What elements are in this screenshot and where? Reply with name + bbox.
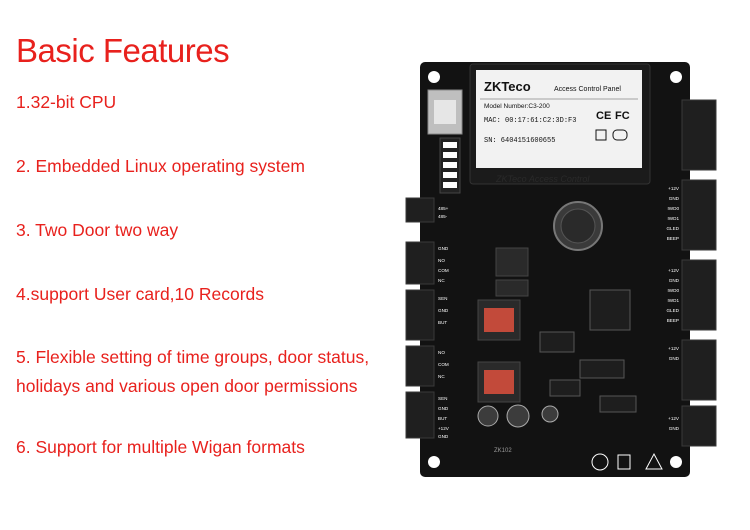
recycle-mark-icon (595, 129, 607, 141)
terminal-block (405, 345, 435, 387)
mounting-hole-icon (670, 71, 682, 83)
pin-label: IWD0 (668, 288, 680, 293)
feature-cpu: 1.32-bit CPU (16, 92, 117, 112)
pin-label: BEEP (667, 236, 679, 241)
capacitor (541, 405, 559, 423)
dip-switch-lever (443, 142, 457, 148)
capacitor (477, 405, 499, 427)
ic-chip (539, 331, 575, 353)
panel-title: Access Control Panel (554, 86, 621, 93)
feature-capacity: 4.support User card,10 Records (16, 284, 265, 304)
pin-label: 485+ (438, 206, 449, 211)
dip-switch-lever (443, 162, 457, 168)
terminal-block (681, 259, 717, 331)
mounting-hole-icon (670, 456, 682, 468)
mac-address: MAC: 00:17:61:C2:3D:F3 (484, 117, 576, 125)
pin-label: GND (669, 278, 680, 283)
pin-label: GND (669, 426, 680, 431)
pin-label: COM (438, 362, 449, 367)
board-illustration: ZKTeco Access Control Panel Model Number… (405, 62, 717, 477)
terminal-block (405, 391, 435, 439)
pin-label: +12V (668, 186, 680, 191)
pin-label: +12V (668, 346, 680, 351)
access-control-board-photo: ZKTeco Access Control Panel Model Number… (400, 50, 725, 490)
ce-mark-icon: CE (596, 110, 611, 122)
terminal-block (405, 197, 435, 223)
pin-label: BUT (438, 416, 447, 421)
pin-label: COM (438, 268, 449, 273)
relay-3 (495, 247, 529, 277)
dip-switch-lever (443, 172, 457, 178)
capacitor (506, 404, 530, 428)
fcc-mark-icon: FC (615, 110, 630, 122)
pin-label: GND (438, 406, 449, 411)
feature-os: 2. Embedded Linux operating system (16, 156, 305, 176)
terminal-block (405, 289, 435, 341)
processor-chip (589, 289, 631, 331)
brand-logo: ZKTeco (484, 79, 531, 94)
right-terminal-blocks (681, 99, 717, 447)
terminal-block (681, 99, 717, 171)
feature-doors: 3. Two Door two way (16, 220, 179, 240)
pin-label: IWD0 (668, 206, 680, 211)
terminal-block (681, 339, 717, 401)
mounting-hole-icon (428, 456, 440, 468)
pin-label: GLED (666, 226, 679, 231)
pin-label: GND (438, 246, 449, 251)
relay-2-label (484, 370, 514, 394)
mounting-hole-icon (428, 71, 440, 83)
left-terminal-blocks (405, 197, 435, 439)
pin-label: GND (438, 308, 449, 313)
terminal-block (681, 179, 717, 251)
page-title: Basic Features (16, 32, 230, 69)
terminal-block (405, 241, 435, 285)
board-code: ZK102 (494, 448, 512, 454)
pin-label: GND (669, 196, 680, 201)
weee-bin-icon (617, 454, 631, 470)
feature-wiegand-formats: 6. Support for multiple Wigan formats (16, 437, 305, 457)
pb-free-icon (591, 453, 609, 471)
board-silkscreen-heading: ZKTeco Access Control (495, 174, 590, 184)
relay-1-label (484, 308, 514, 332)
warning-triangle-icon (645, 452, 663, 470)
ic-chip (549, 379, 581, 397)
pin-label: BUT (438, 320, 447, 325)
serial-number: SN: 6404151600655 (484, 137, 555, 145)
pin-label: GND (669, 356, 680, 361)
pin-label: +12V (668, 416, 680, 421)
pin-label: NO (438, 350, 445, 355)
ic-chip (599, 395, 637, 413)
pin-label: SEN (438, 296, 447, 301)
pin-label: +12V (668, 268, 680, 273)
ethernet-port-socket (434, 100, 456, 124)
ic-chip (579, 359, 625, 379)
pin-label: +12V (438, 426, 450, 431)
dip-switch-lever (443, 182, 457, 188)
battery-face (560, 208, 596, 244)
pin-label: GLED (666, 308, 679, 313)
dip-switch-lever (443, 152, 457, 158)
terminal-block (681, 405, 717, 447)
pin-label: NC (438, 374, 445, 379)
pin-label: NC (438, 278, 445, 283)
product-label (476, 70, 642, 168)
feature-time-groups: 5. Flexible setting of time groups, door… (16, 347, 370, 367)
pin-label: BEEP (667, 318, 679, 323)
model-number: Model Number:C3-200 (484, 103, 550, 110)
pin-label: SEN (438, 396, 447, 401)
pin-label: NO (438, 258, 445, 263)
pin-label: 485- (438, 214, 448, 219)
cert-mark-icon (612, 129, 628, 141)
pin-label: GND (438, 434, 449, 439)
relay-4 (495, 279, 529, 297)
pin-label: IWD1 (668, 298, 680, 303)
feature-time-groups-continued: holidays and various open door permissio… (16, 376, 358, 396)
pin-label: IWD1 (668, 216, 680, 221)
